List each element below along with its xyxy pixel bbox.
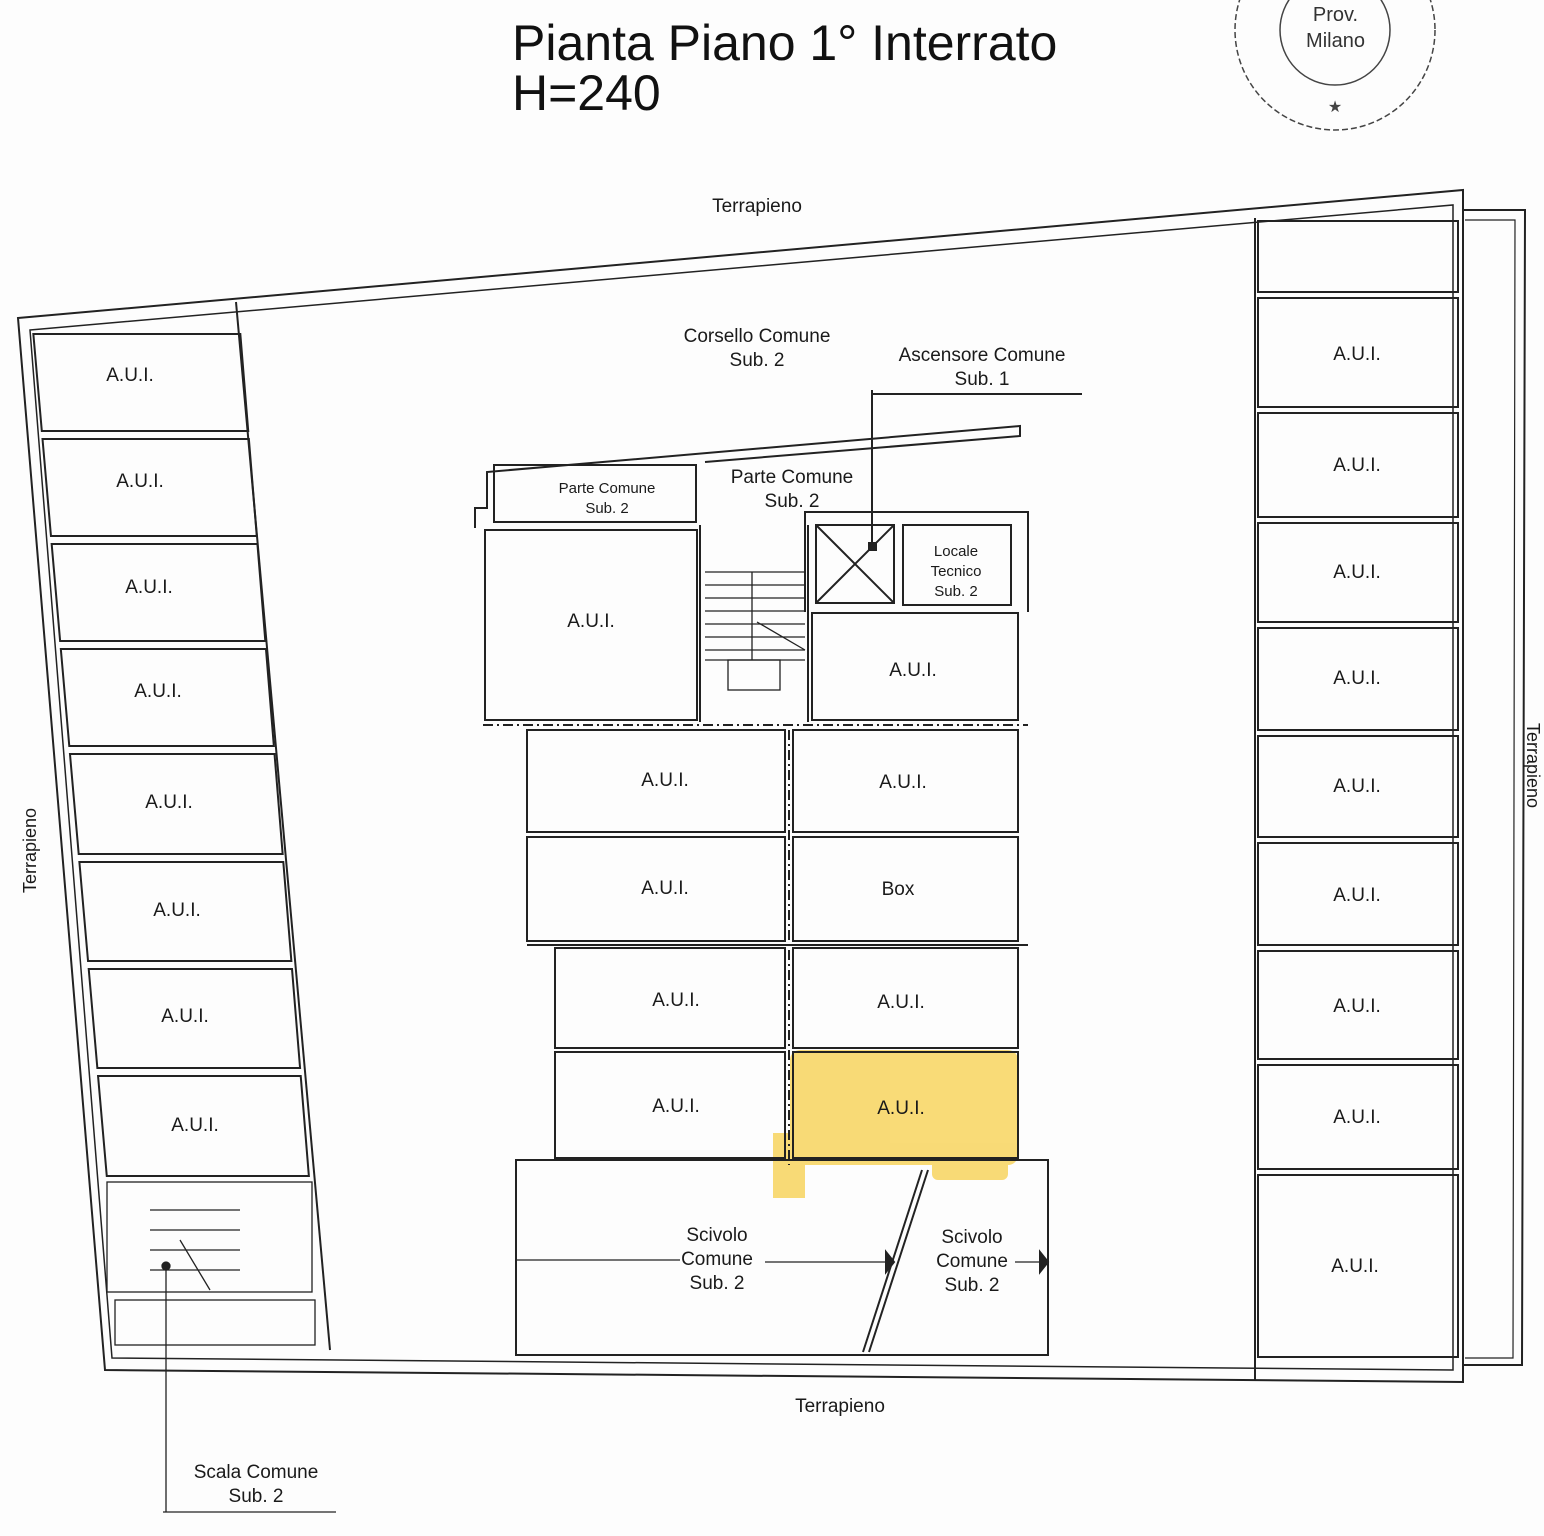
left-unit-room: [96, 1075, 310, 1177]
unit-label-aui: A.U.I.: [171, 1115, 219, 1136]
right-wall-annex: [1463, 209, 1527, 1366]
left-unit-room: [50, 543, 267, 642]
right-unit-room: [1257, 627, 1459, 731]
unit-label-aui: A.U.I.: [116, 471, 164, 492]
right-unit-room: [1257, 220, 1459, 293]
unit-label-aui: A.U.I.: [1333, 344, 1381, 365]
box-label: Box: [881, 879, 915, 900]
unit-label-aui: A.U.I.: [1333, 455, 1381, 476]
outer-wall: [16, 188, 1464, 1384]
unit-label-aui: A.U.I.: [161, 1006, 209, 1027]
right-unit-room: [1257, 735, 1459, 838]
unit-label-aui: A.U.I.: [153, 900, 201, 921]
left-unit-room: [41, 438, 258, 537]
svg-text:★: ★: [1328, 99, 1342, 116]
unit-label-aui: A.U.I.: [106, 365, 154, 386]
stamp-milano: Milano: [1306, 30, 1365, 52]
left-unit-room: [87, 968, 302, 1069]
title-height: H=240: [512, 65, 661, 121]
unit-label-aui: A.U.I.: [1331, 1256, 1379, 1277]
unit-label-aui: A.U.I.: [641, 770, 689, 791]
terrapieno-left: Terrapieno: [20, 807, 41, 894]
unit-label-aui: A.U.I.: [1333, 885, 1381, 906]
unit-label-aui: A.U.I.: [1333, 776, 1381, 797]
right-unit-room: [1257, 1174, 1459, 1358]
left-unit-room: [68, 753, 284, 855]
right-unit-room: [1257, 412, 1459, 518]
outer-wall-inner: [29, 204, 1454, 1371]
left-unit-room: [59, 648, 275, 747]
unit-label-aui: A.U.I.: [879, 772, 927, 793]
title-line1: Pianta Piano 1° Interrato: [512, 15, 1058, 71]
unit-label-aui: A.U.I.: [652, 1096, 700, 1117]
left-unit-room: [78, 861, 293, 962]
page-title: Pianta Piano 1° Interrato H=240: [512, 18, 1057, 118]
highlighted-unit-label: A.U.I.: [877, 1098, 925, 1119]
right-unit-room: [1257, 950, 1459, 1060]
stamp-text: Prov. Milano: [1288, 2, 1383, 54]
unit-label-aui: A.U.I.: [641, 878, 689, 899]
unit-label-aui: A.U.I.: [889, 660, 937, 681]
stair-bottom-left: [106, 1181, 336, 1513]
left-unit-room: [32, 333, 250, 432]
right-unit-room: [1257, 842, 1459, 946]
right-unit-room: [1257, 297, 1459, 408]
unit-label-aui: A.U.I.: [1333, 1107, 1381, 1128]
highlighted-unit: [773, 1050, 1018, 1198]
right-unit-room: [1257, 522, 1459, 623]
central-block: [474, 390, 1082, 1356]
right-unit-room: [1257, 1064, 1459, 1170]
unit-label-aui: A.U.I.: [1333, 562, 1381, 583]
unit-label-aui: A.U.I.: [1333, 668, 1381, 689]
unit-label-aui: A.U.I.: [877, 992, 925, 1013]
unit-label-aui: A.U.I.: [145, 792, 193, 813]
terrapieno-right: Terrapieno: [1523, 722, 1544, 809]
unit-label-aui: A.U.I.: [134, 681, 182, 702]
unit-label-aui: A.U.I.: [652, 990, 700, 1011]
terrapieno-bottom: Terrapieno: [795, 1396, 885, 1417]
municipal-stamp: [1234, 0, 1436, 131]
unit-label-aui: A.U.I.: [125, 577, 173, 598]
unit-label-aui: A.U.I.: [1333, 996, 1381, 1017]
terrapieno-top: Terrapieno: [712, 196, 802, 217]
unit-label-aui: A.U.I.: [567, 611, 615, 632]
stamp-prov: Prov.: [1312, 4, 1359, 26]
